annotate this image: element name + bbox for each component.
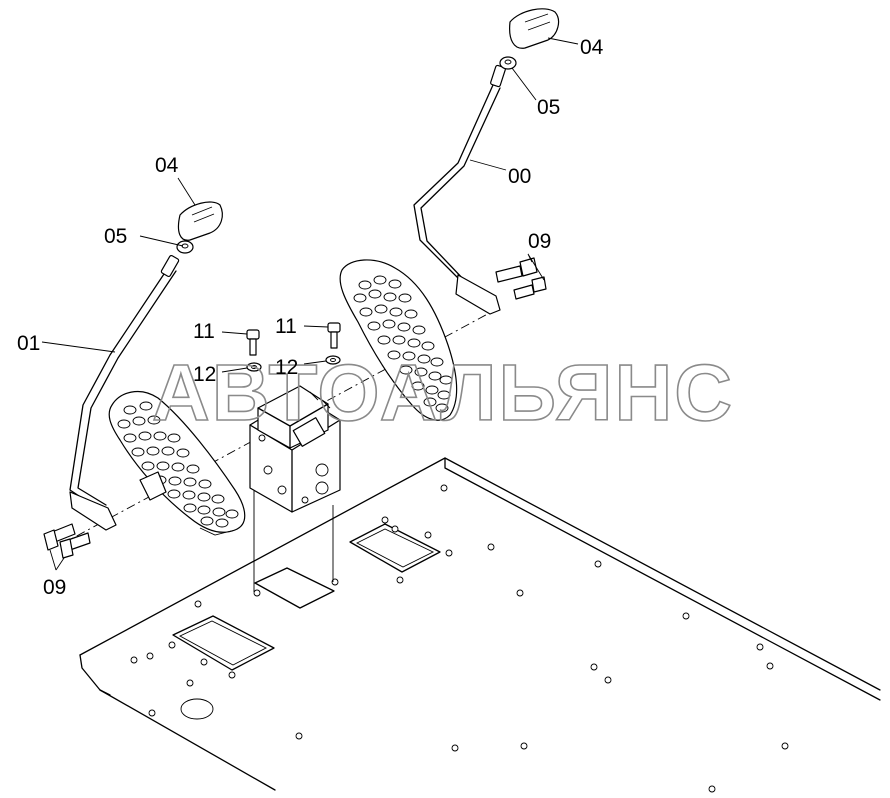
right-pedal-plate: [339, 259, 458, 421]
label-04-left: 04: [155, 154, 179, 177]
left-lever-nut: [176, 240, 194, 254]
left-pedal-plate: [108, 390, 246, 536]
washer-12-left: [246, 362, 262, 372]
floor-bolt-holes: [130, 484, 789, 793]
label-11-a: 11: [193, 320, 215, 343]
right-lever-grip: [509, 8, 560, 49]
label-04-right: 04: [580, 36, 604, 59]
screw-11-left: [246, 329, 260, 356]
leader-lines: [41, 37, 579, 571]
label-00: 00: [508, 165, 531, 188]
label-12-b: 12: [275, 356, 298, 379]
right-bolts: [495, 257, 547, 300]
label-09-left: 09: [43, 576, 66, 599]
left-lever-grip: [177, 201, 223, 241]
watermark-text: АВТОАЛЬЯНС: [152, 348, 734, 437]
left-bolts: [43, 523, 91, 559]
screw-11-right: [327, 322, 341, 349]
label-09-right: 09: [528, 230, 551, 253]
floor-plate: [79, 457, 881, 793]
pilot-valve-block: [249, 385, 341, 513]
label-05-left: 05: [104, 225, 127, 248]
label-05-right: 05: [537, 96, 560, 119]
label-01: 01: [17, 332, 40, 355]
right-lever-nut: [499, 56, 517, 70]
part-labels: 04 05 00 09 04 05 01 11 11 12 12 09: [17, 36, 604, 599]
right-lever-rod: [413, 64, 506, 315]
washer-12-right: [325, 355, 341, 365]
label-12-a: 12: [193, 363, 216, 386]
label-11-b: 11: [275, 315, 297, 338]
left-lever-rod: [69, 254, 180, 531]
